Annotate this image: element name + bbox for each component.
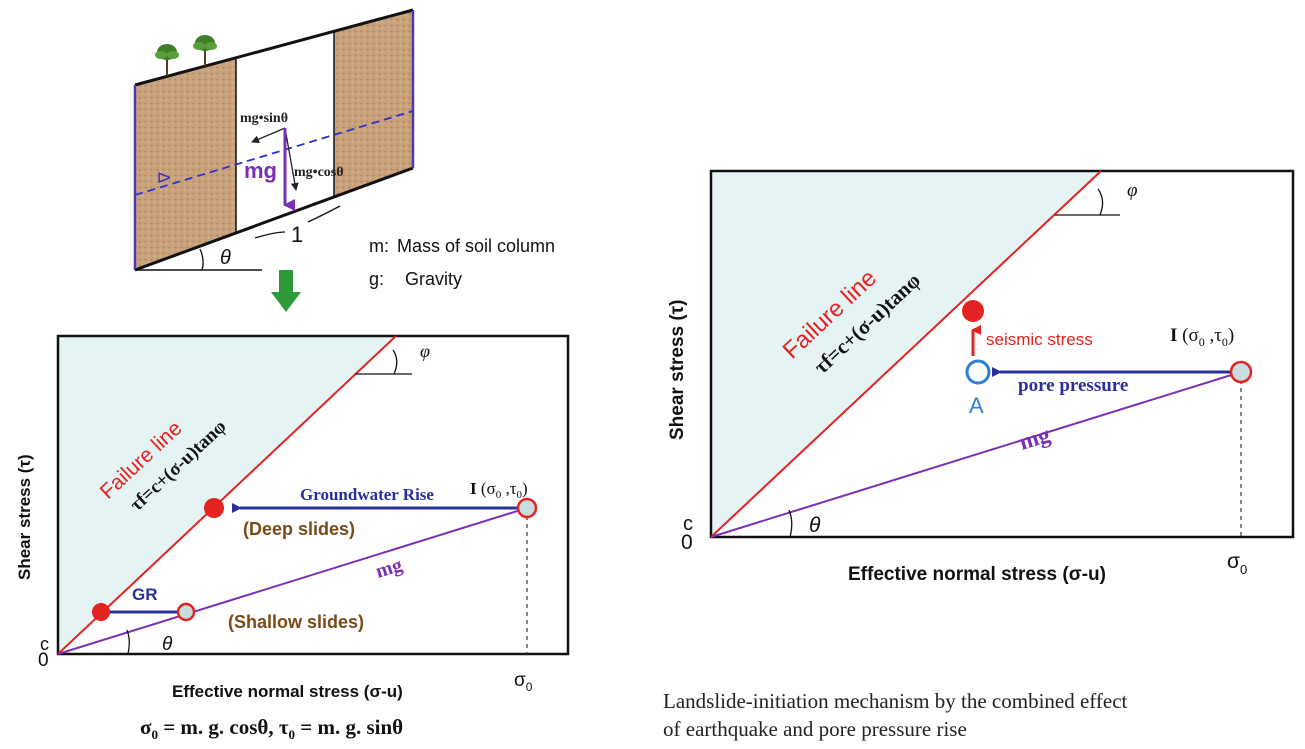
left-shallow-start-point (176, 602, 196, 622)
left-frame (56, 334, 570, 656)
right-theta: θ (809, 514, 821, 537)
legend-m-key: m: (369, 236, 389, 256)
left-sigma0: σ0 (514, 670, 533, 694)
right-frame (709, 169, 1295, 539)
right-phi: φ (1127, 180, 1138, 201)
right-failure-point (962, 300, 984, 322)
mg-sin-arrow (251, 127, 286, 143)
slope-theta: θ (220, 247, 231, 269)
left-c-label: c (40, 634, 49, 654)
left-shallow-failure-point (92, 603, 110, 621)
shallow-slides-label: (Shallow slides) (228, 612, 364, 632)
legend-m-text: Mass of soil column (397, 236, 555, 256)
deep-slides-label: (Deep slides) (243, 519, 355, 539)
legend: m: Mass of soil column g: Gravity (369, 236, 555, 289)
left-deep-failure-point (204, 498, 224, 518)
gr-label: GR (132, 585, 158, 604)
left-theta: θ (162, 634, 173, 655)
right-failure-line (710, 170, 1102, 538)
caption-line-1: Landslide-initiation mechanism by the co… (663, 689, 1128, 713)
right-diagram: φ θ Failure line τf=c+(σ-u)tanφ seismic … (667, 169, 1295, 585)
point-a (965, 359, 991, 385)
left-phi: φ (420, 341, 430, 361)
groundwater-label: Groundwater Rise (300, 485, 434, 504)
slope-sketch: ∇ mg•sinθ mg•cosθ mg 1 θ (133, 8, 415, 272)
right-initial-point (1229, 360, 1253, 384)
mg-cos-arrow (284, 127, 299, 191)
water-table-symbol: ∇ (157, 172, 174, 184)
mg-cos-label: mg•cosθ (294, 165, 344, 180)
trees-icon (155, 35, 217, 76)
right-zero-label: 0 (681, 531, 693, 554)
mg-sin-label: mg•sinθ (240, 111, 288, 126)
point-a-label: A (969, 393, 984, 418)
caption-line-2: of earthquake and pore pressure rise (663, 717, 967, 741)
left-initial-point (516, 497, 538, 519)
legend-g-key: g: (369, 269, 384, 289)
right-ylabel: Shear stress (τ) (667, 300, 688, 441)
mg-label: mg (244, 158, 277, 183)
right-mg-line (710, 371, 1242, 538)
right-c-label: c (683, 513, 693, 535)
pore-pressure-label: pore pressure (1018, 375, 1128, 396)
ground-surface (134, 8, 414, 87)
left-ylabel: Shear stress (τ) (15, 454, 34, 580)
left-point-label: I (σ0 ,τ0) (470, 479, 528, 501)
water-table (134, 110, 414, 196)
left-xlabel: Effective normal stress (σ-u) (172, 682, 403, 701)
left-diagram: φ θ Failure line τf=c+(σ-u)tanφ Groundwa… (15, 334, 570, 701)
formula: σ0 = m. g. cosθ, τ0 = m. g. sinθ (140, 715, 403, 742)
right-xlabel: Effective normal stress (σ-u) (848, 564, 1106, 585)
seismic-label: seismic stress (986, 330, 1093, 349)
left-mg-line (57, 507, 528, 655)
left-failure-line (57, 335, 397, 655)
down-arrow-icon (271, 270, 301, 312)
right-sigma0: σ0 (1227, 550, 1247, 577)
unit-length-label: 1 (291, 222, 303, 247)
legend-g-text: Gravity (405, 269, 462, 289)
slip-surface (134, 166, 414, 272)
left-zero-label: 0 (38, 650, 49, 671)
